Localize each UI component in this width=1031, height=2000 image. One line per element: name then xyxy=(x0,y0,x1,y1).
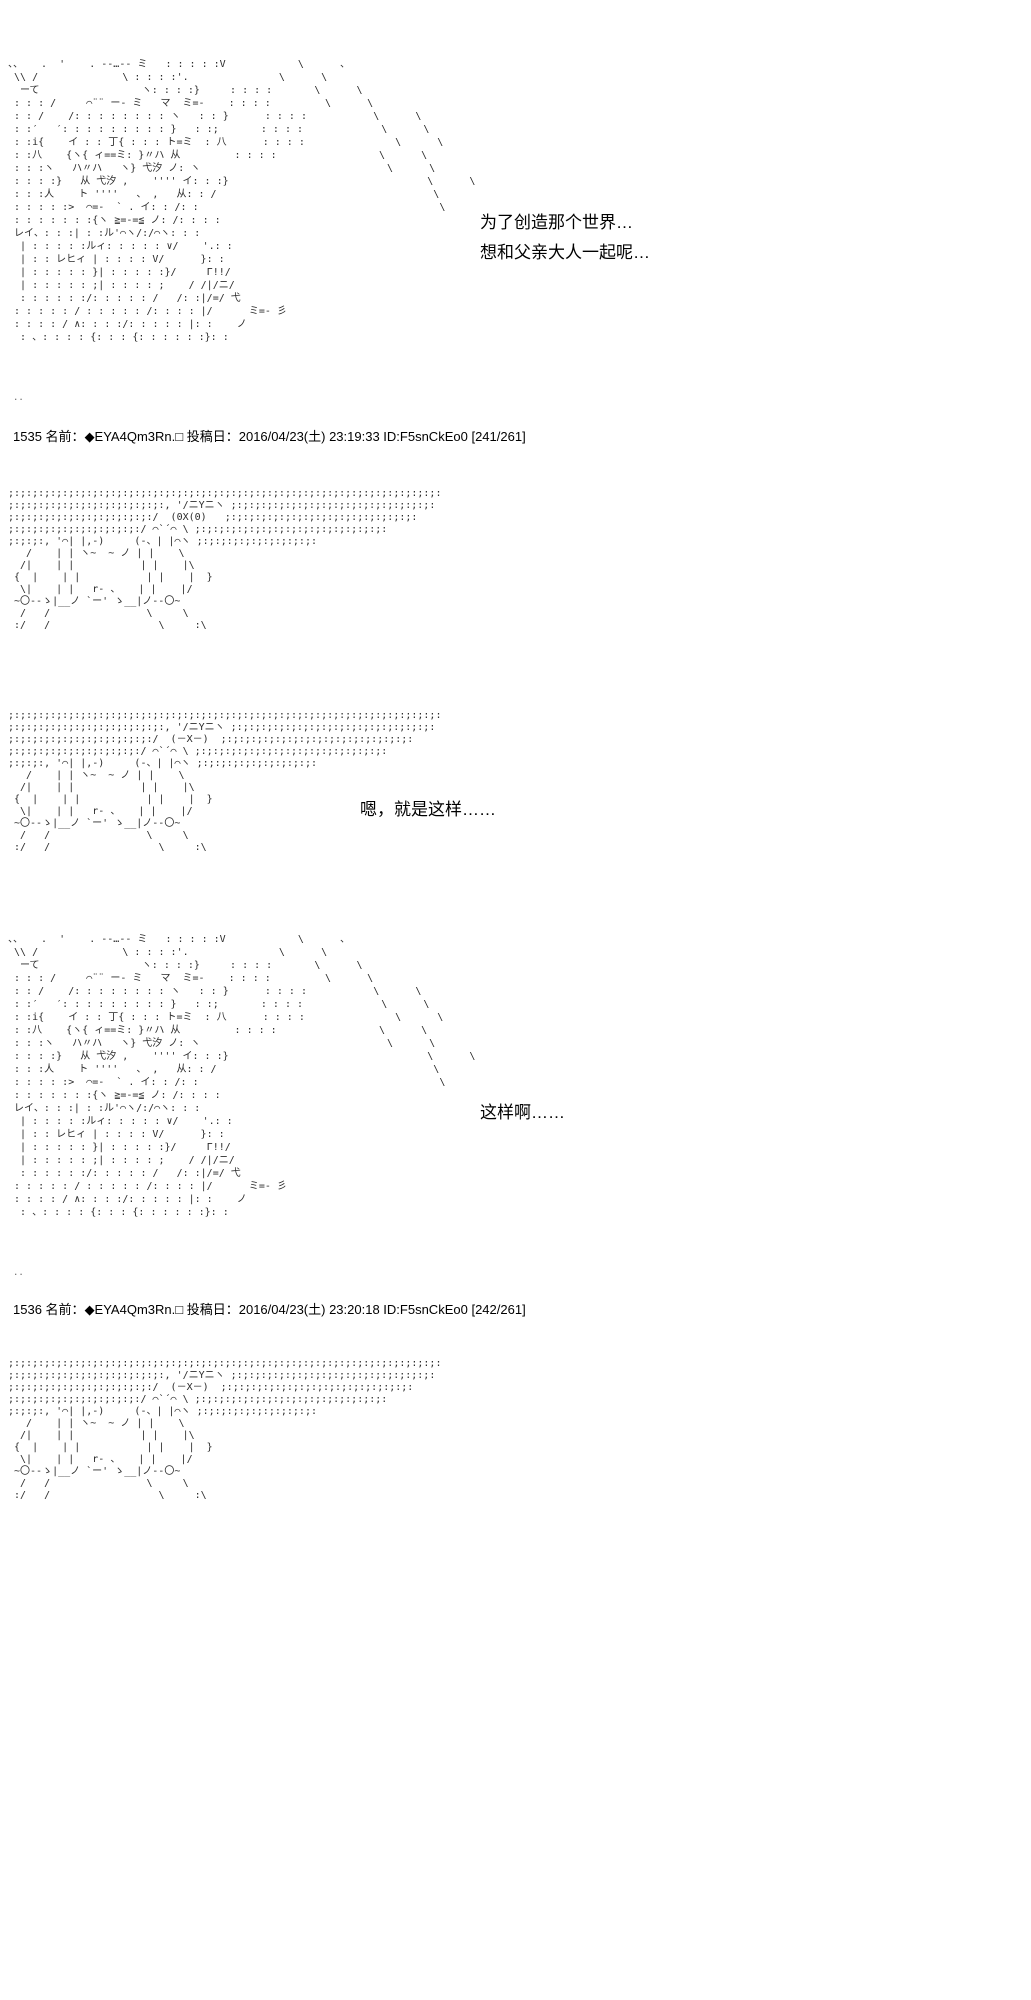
name-label: 名前： xyxy=(45,429,85,444)
ascii-art-girl-2: 、、 . ' . -‐…‐- ミ : : : : :V \ 、 \\ / \ :… xyxy=(8,934,476,1218)
dialogue-block-1: 为了创造那个世界… 想和父亲大人一起呢… xyxy=(480,208,650,268)
ascii-art-girl-1: 、、 . ' . -‐…‐- ミ : : : : :V \ 、 \\ / \ :… xyxy=(8,59,476,343)
post-count: [241/261] xyxy=(471,429,526,444)
ascii-art-creature-3: ;:;:;:;:;:;:;:;:;:;:;:;:;:;:;:;:;:;:;:;:… xyxy=(8,1358,442,1501)
post-header-1535: 1535 名前：◆EYA4Qm3Rn.□ 投稿日：2016/04/23(土) 2… xyxy=(13,426,526,445)
post-number: 1536 xyxy=(13,1302,42,1317)
dialogue-1-line-2: 想和父亲大人一起呢… xyxy=(480,243,650,262)
name-label: 名前： xyxy=(45,1302,85,1317)
dialogue-block-3: 这样啊…… xyxy=(480,1098,565,1128)
post-header-1536: 1536 名前：◆EYA4Qm3Rn.□ 投稿日：2016/04/23(土) 2… xyxy=(13,1299,526,1318)
ascii-art-creature-2: ;:;:;:;:;:;:;:;:;:;:;:;:;:;:;:;:;:;:;:;:… xyxy=(8,710,442,853)
tripcode: ◆EYA4Qm3Rn.□ xyxy=(84,1302,184,1317)
post-number: 1535 xyxy=(13,429,42,444)
post-count: [242/261] xyxy=(471,1302,526,1317)
date-label: 投稿日： xyxy=(186,1302,239,1317)
separator-2: .. xyxy=(13,1268,24,1278)
poster-id: ID:F5snCkEo0 xyxy=(383,1302,468,1317)
tripcode: ◆EYA4Qm3Rn.□ xyxy=(84,429,184,444)
post-datetime: 2016/04/23(土) 23:19:33 xyxy=(238,429,380,444)
ascii-art-creature-1: ;:;:;:;:;:;:;:;:;:;:;:;:;:;:;:;:;:;:;:;:… xyxy=(8,488,442,631)
dialogue-block-2: 嗯，就是这样…… xyxy=(360,795,496,825)
separator-1: .. xyxy=(13,393,24,403)
poster-id: ID:F5snCkEo0 xyxy=(383,429,468,444)
dialogue-2-line-1: 嗯，就是这样…… xyxy=(360,800,496,819)
dialogue-3-line-1: 这样啊…… xyxy=(480,1103,565,1122)
dialogue-1-line-1: 为了创造那个世界… xyxy=(480,213,633,232)
post-datetime: 2016/04/23(土) 23:20:18 xyxy=(238,1302,380,1317)
date-label: 投稿日： xyxy=(186,429,239,444)
